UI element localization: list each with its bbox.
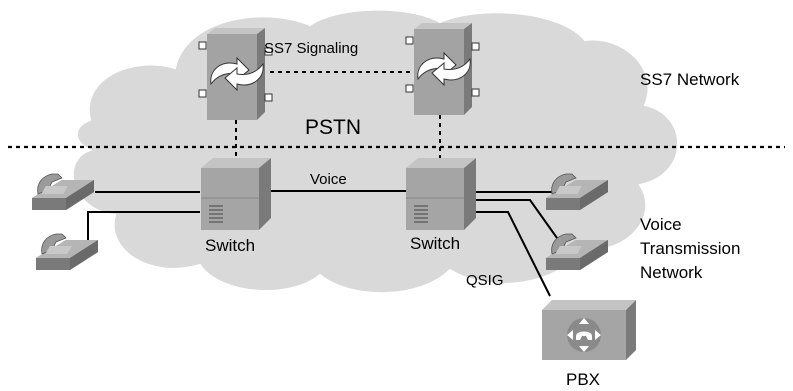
qsig-link [476, 211, 551, 297]
voice-transmission-label-line1: Voice [640, 215, 682, 234]
voice-transmission-label-line2: Transmission [640, 239, 740, 258]
voice-transmission-label-line3: Network [640, 263, 703, 282]
stp-right [405, 22, 480, 116]
qsig-label: QSIG [466, 272, 504, 289]
ss7-signaling-label: SS7 Signaling [264, 40, 358, 57]
pstn-label: PSTN [305, 116, 361, 139]
switch-right [405, 157, 477, 231]
stp-left [198, 27, 273, 121]
pbx-device [542, 300, 636, 360]
phone-link-lower-right [476, 199, 563, 246]
switch-right-label: Switch [410, 234, 460, 253]
pbx-label: PBX [566, 370, 600, 389]
switch-left [200, 157, 272, 231]
phone-link-lower-left [87, 211, 200, 248]
voice-trunk-label: Voice [310, 171, 347, 188]
pbx-phone-icon [576, 331, 592, 340]
ss7-network-label: SS7 Network [640, 70, 740, 89]
switch-left-label: Switch [205, 236, 255, 255]
